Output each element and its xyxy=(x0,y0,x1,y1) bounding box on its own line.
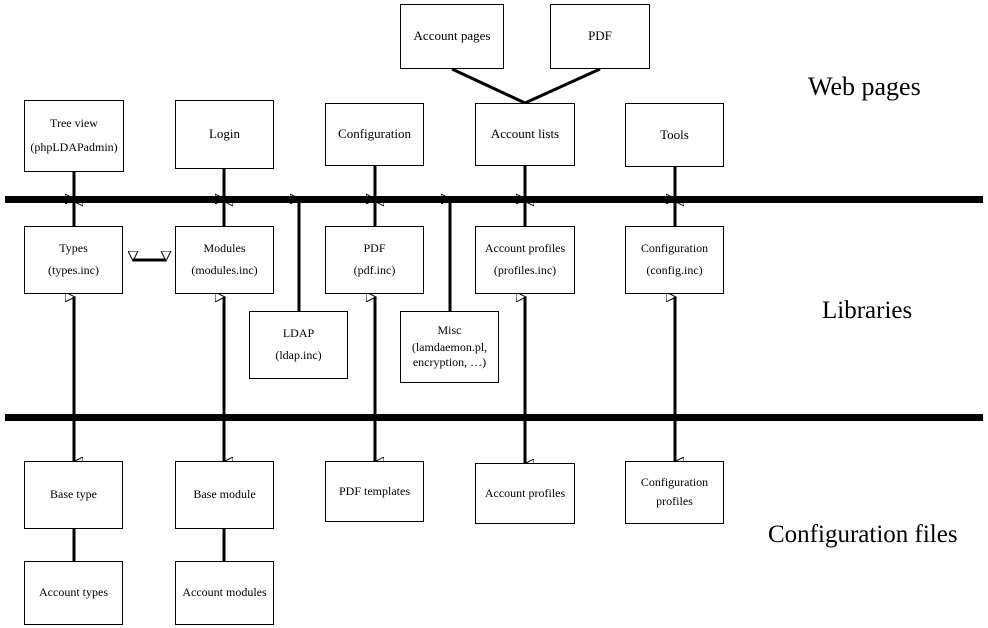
node-label: Configuration xyxy=(338,126,411,142)
node-tree-view: Tree view (phpLDAPadmin) xyxy=(24,100,124,172)
node-pdf-lib: PDF (pdf.inc) xyxy=(325,226,424,294)
node-tools: Tools xyxy=(625,103,724,167)
node-label: PDF templates xyxy=(339,483,410,498)
node-label: Misc xyxy=(437,323,462,338)
node-label: (modules.inc) xyxy=(191,263,258,278)
node-login: Login xyxy=(175,100,274,169)
node-account-modules: Account modules xyxy=(175,561,274,625)
node-configuration-lib: Configuration (config.inc) xyxy=(625,226,724,294)
node-configuration-profiles-cfg: Configuration profiles xyxy=(625,461,724,524)
node-label: Tree view xyxy=(50,116,98,131)
node-label: Account profiles xyxy=(484,241,566,256)
node-types-lib: Types (types.inc) xyxy=(24,226,123,294)
node-label: Configuration xyxy=(640,241,709,256)
node-label: Account modules xyxy=(182,585,267,600)
node-label: Account profiles xyxy=(484,485,566,500)
node-label: Modules xyxy=(203,241,246,256)
node-label: (config.inc) xyxy=(646,263,703,278)
node-modules-lib: Modules (modules.inc) xyxy=(175,226,274,294)
separator-band-libraries-config xyxy=(5,414,983,421)
node-pdf-templates: PDF templates xyxy=(325,461,424,522)
zone-label-libraries: Libraries xyxy=(822,297,913,324)
node-label: LDAP xyxy=(282,326,315,341)
node-pdf-top: PDF xyxy=(550,4,650,69)
node-ldap-lib: LDAP (ldap.inc) xyxy=(249,311,348,379)
node-base-module: Base module xyxy=(175,461,274,529)
node-label: Account lists xyxy=(490,126,560,142)
node-misc-lib: Misc (lamdaemon.pl,encryption, …) xyxy=(400,311,499,383)
node-label: Account types xyxy=(39,585,108,600)
node-label: Account pages xyxy=(413,28,491,44)
edge-pdf-to-account-lists xyxy=(524,67,601,105)
node-account-profiles-lib: Account profiles (profiles.inc) xyxy=(475,226,575,294)
node-label: (pdf.inc) xyxy=(353,263,396,278)
zone-label-web-pages: Web pages xyxy=(808,72,921,101)
node-label: Base module xyxy=(193,487,256,502)
edge-account-pages-to-account-lists xyxy=(451,67,526,105)
node-label: (ldap.inc) xyxy=(275,348,322,363)
node-label: (profiles.inc) xyxy=(493,263,557,278)
node-label: (phpLDAPadmin) xyxy=(30,140,118,155)
node-account-lists: Account lists xyxy=(475,103,575,166)
node-label: Base type xyxy=(50,487,97,502)
node-account-pages: Account pages xyxy=(400,4,504,69)
node-account-profiles-cfg: Account profiles xyxy=(475,463,575,524)
zone-label-configuration-files: Configuration files xyxy=(768,521,958,548)
node-account-types: Account types xyxy=(24,561,123,625)
node-base-type: Base type xyxy=(24,461,123,529)
node-label: Login xyxy=(208,126,241,142)
node-label: PDF xyxy=(588,28,612,44)
separator-band-web-libraries xyxy=(5,196,983,203)
node-label: encryption, …) xyxy=(412,354,487,369)
node-label: PDF xyxy=(363,241,386,256)
node-configuration-page: Configuration xyxy=(325,103,424,166)
node-label: (types.inc) xyxy=(48,263,99,278)
node-label: Types xyxy=(59,241,88,256)
node-label: Tools xyxy=(660,126,689,142)
node-label: Configuration xyxy=(640,474,709,489)
node-label: (lamdaemon.pl, xyxy=(411,340,488,355)
node-label: profiles xyxy=(656,494,693,509)
